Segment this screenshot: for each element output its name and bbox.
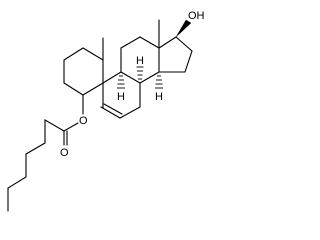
ring-b: [100, 71, 141, 119]
oxygen-carbonyl-carbon-bond: [63, 122, 79, 132]
h9-hashed-bond: [117, 75, 125, 89]
ester-oxygen-label: O: [79, 115, 88, 127]
h8-label: H: [136, 55, 144, 67]
ring-d: [158, 36, 193, 73]
h14-label: H: [155, 91, 163, 103]
alkyl-chain: [7, 119, 65, 212]
h14-hashed-bond: [155, 75, 163, 89]
ring-a: [63, 47, 104, 96]
carbonyl-double-bond: [63, 130, 68, 146]
carbonyl-oxygen-label: O: [60, 147, 69, 159]
h8-hashed-bond: [136, 66, 144, 80]
c17-oh-wedge-bond: [175, 19, 192, 38]
chemical-structure-drawing: OH H H H O O: [7, 10, 205, 212]
ring-c: [120, 36, 160, 84]
h9-label: H: [117, 91, 125, 103]
hydroxyl-label: OH: [188, 10, 205, 22]
